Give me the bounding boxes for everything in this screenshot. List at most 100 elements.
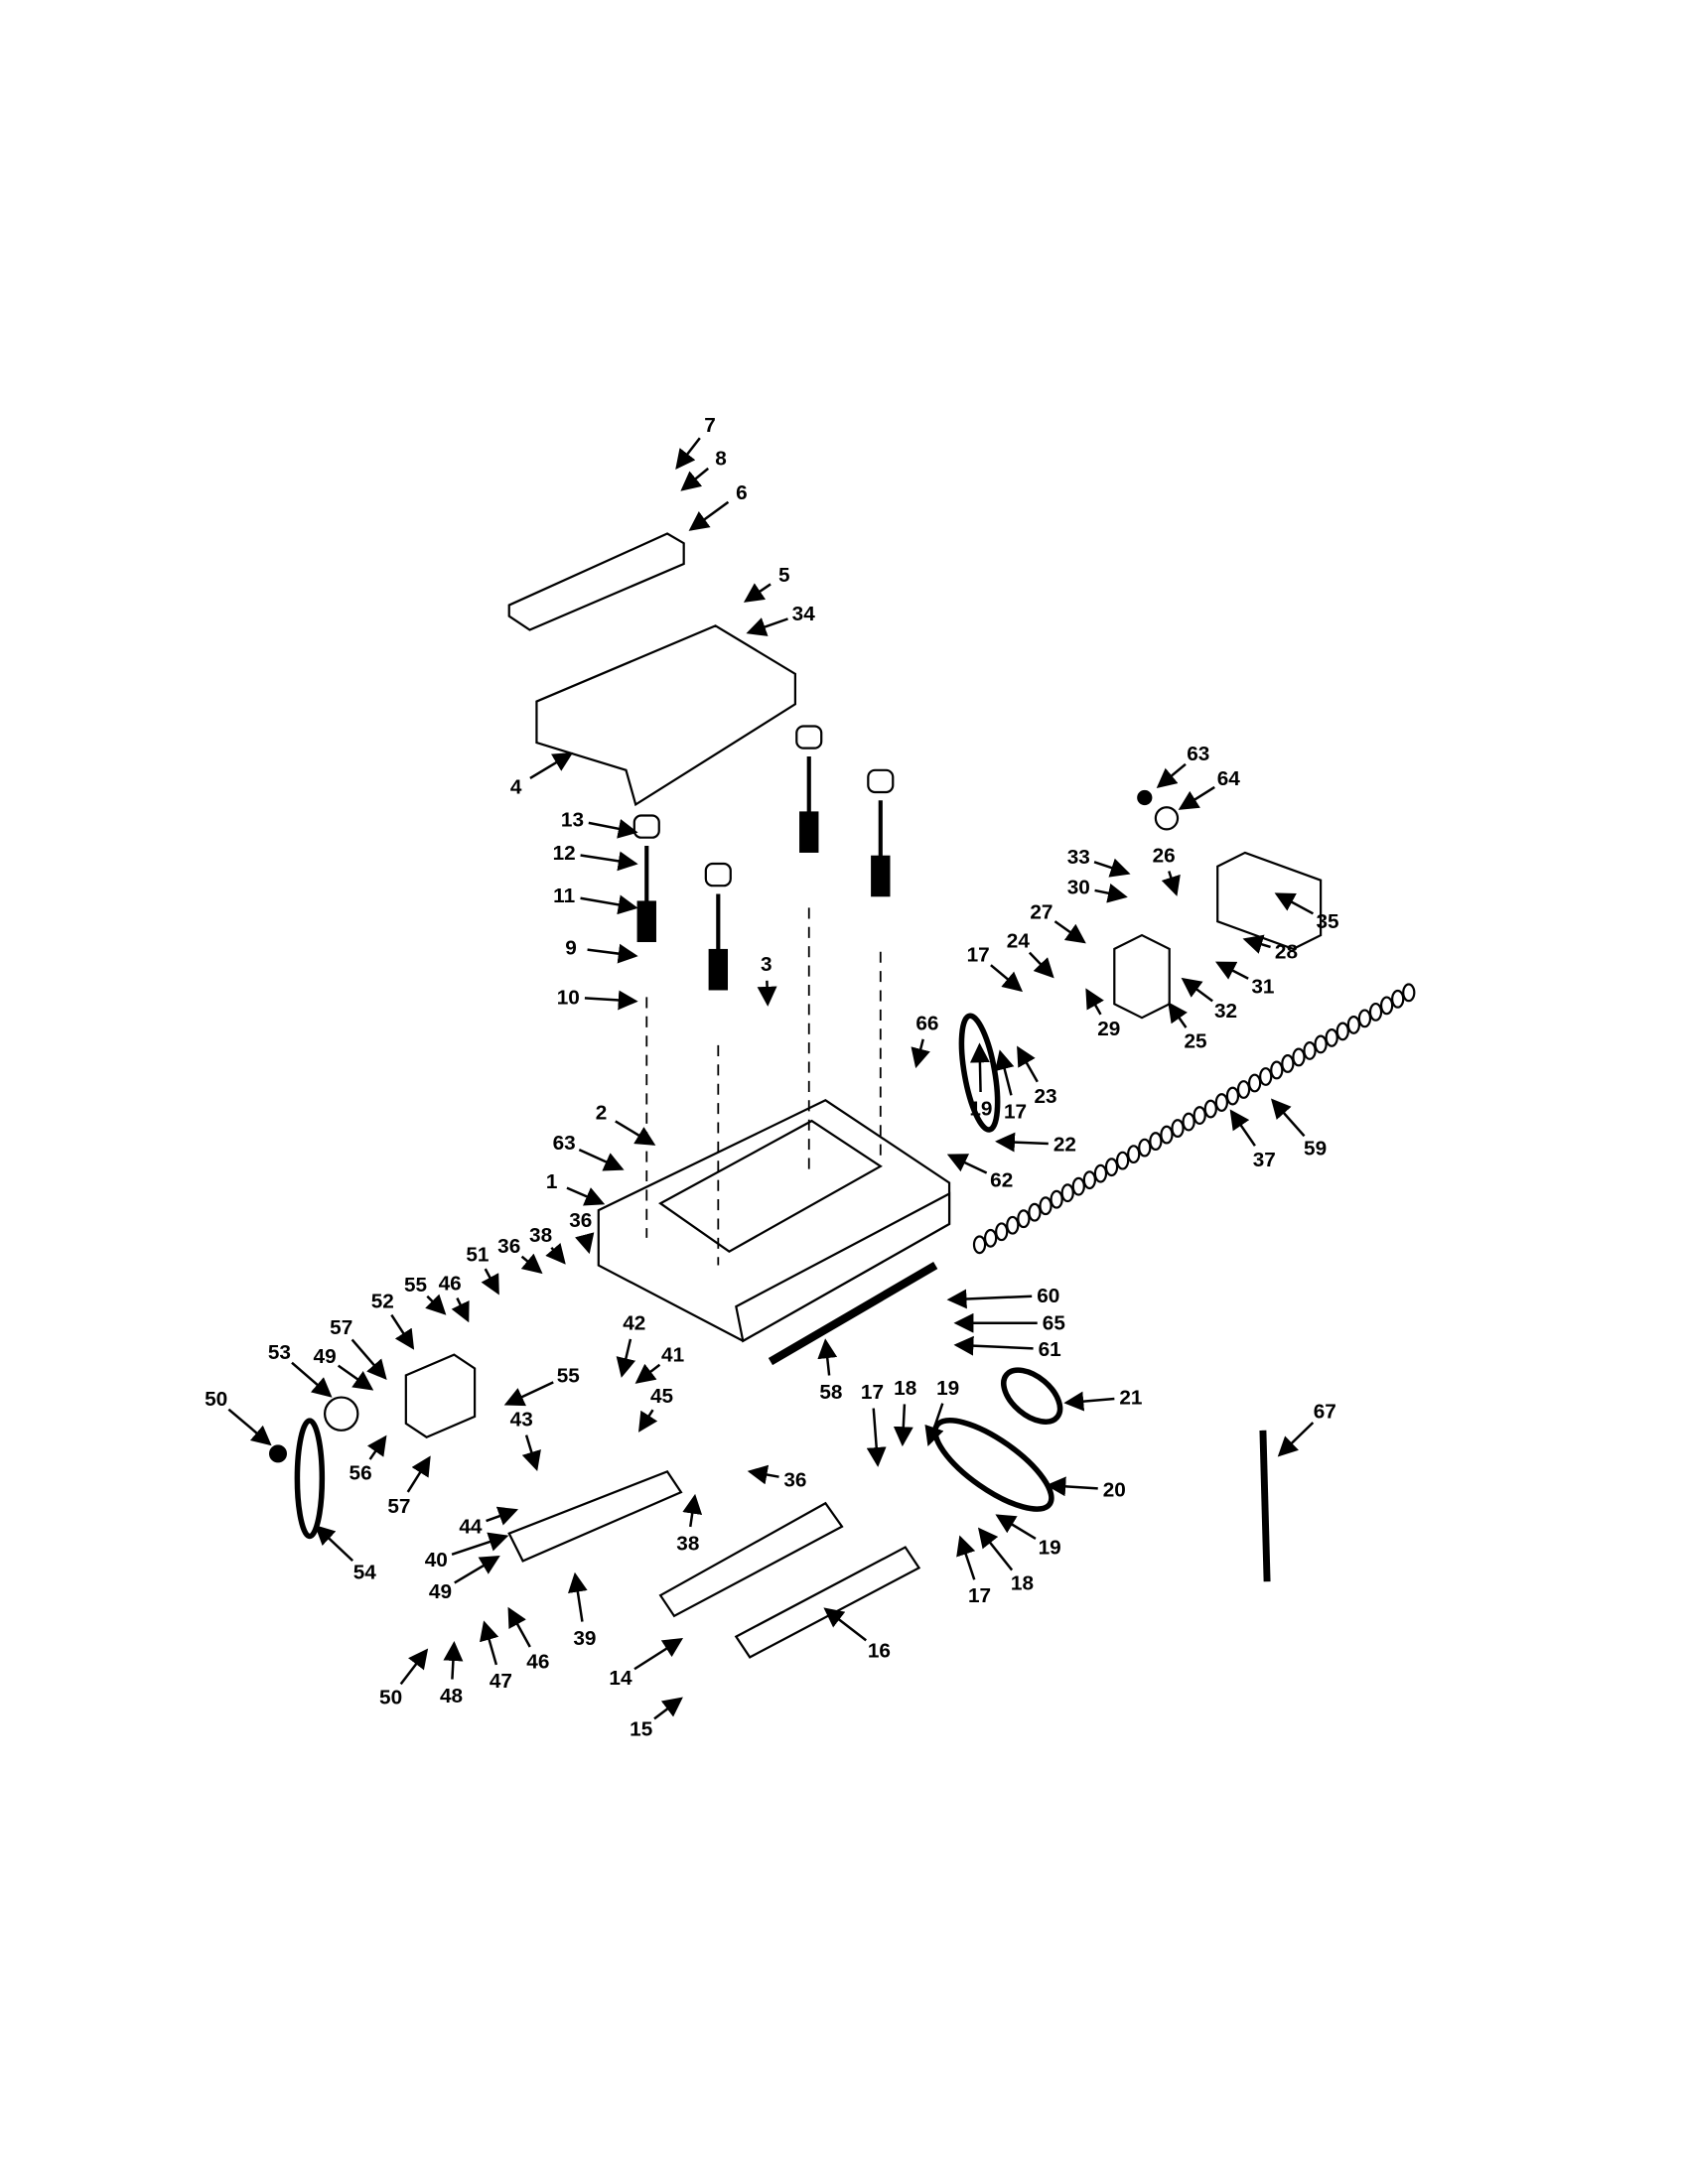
- part-callout: 16: [823, 1607, 891, 1662]
- part-callout: 17: [861, 1381, 887, 1467]
- part-callout: 28: [1242, 934, 1298, 964]
- chain-link: [995, 1222, 1009, 1242]
- chain-link: [1138, 1138, 1152, 1158]
- part-callout: 17: [967, 943, 1024, 993]
- part-number-label: 21: [1119, 1386, 1142, 1409]
- part-number-label: 63: [1187, 743, 1209, 765]
- part-number-label: 60: [1037, 1285, 1059, 1307]
- part-number-label: 13: [561, 809, 584, 832]
- callout-arrow: [425, 1294, 447, 1315]
- part-number-label: 46: [439, 1272, 462, 1295]
- part-number-label: 8: [715, 447, 727, 470]
- part-number-label: 10: [557, 986, 580, 1009]
- part-callout: 18: [977, 1527, 1034, 1595]
- callout-arrow: [1017, 1045, 1039, 1083]
- callout-arrow: [454, 1555, 500, 1584]
- part-callout: 39: [567, 1571, 596, 1650]
- part-callout: 59: [1270, 1098, 1327, 1160]
- part-callout: 12: [553, 842, 638, 872]
- callout-arrow: [1161, 871, 1181, 896]
- callout-arrow: [1229, 1109, 1256, 1147]
- callout-arrow: [507, 1606, 531, 1648]
- callout-arrow: [866, 1408, 887, 1467]
- part-number-label: 18: [1011, 1572, 1034, 1595]
- part-number-label: 64: [1217, 767, 1241, 790]
- chain-link: [1203, 1099, 1217, 1119]
- callout-arrow: [366, 1434, 387, 1460]
- part-callout: 37: [1229, 1109, 1276, 1171]
- part-number-label: 18: [894, 1377, 916, 1400]
- part-callout: 25: [1168, 1002, 1207, 1053]
- chain-link: [1104, 1158, 1119, 1177]
- callout-arrow: [578, 1148, 625, 1171]
- callout-arrow: [743, 583, 772, 603]
- callout-arrow: [1053, 920, 1086, 944]
- callout-arrow: [451, 1297, 470, 1323]
- part-callout: 11: [553, 885, 638, 915]
- callout-arrow: [351, 1338, 387, 1381]
- nut-50: [268, 1444, 287, 1463]
- callout-arrow: [406, 1455, 431, 1493]
- part-number-label: 31: [1251, 975, 1274, 998]
- chain-link: [1214, 1093, 1229, 1112]
- part-callout: 47: [480, 1620, 512, 1693]
- part-number-label: 54: [353, 1561, 377, 1583]
- part-callout: 8: [680, 447, 727, 491]
- part-callout: 14: [609, 1638, 684, 1690]
- callout-arrow: [584, 990, 638, 1011]
- callout-arrow: [1181, 977, 1213, 1003]
- part-number-label: 52: [371, 1291, 394, 1313]
- part-number-label: 56: [350, 1462, 372, 1485]
- callout-arrow: [337, 1364, 374, 1391]
- part-callout: 44: [459, 1506, 519, 1539]
- part-callout: 24: [1007, 930, 1054, 979]
- chain-link: [1039, 1196, 1052, 1216]
- part-callout: 35: [1274, 892, 1339, 933]
- callout-arrow: [633, 1638, 684, 1671]
- rod-67: [1259, 1430, 1271, 1582]
- part-number-label: 19: [969, 1098, 992, 1121]
- callout-arrow: [480, 1620, 499, 1666]
- chain-link: [1346, 1015, 1361, 1034]
- callout-arrow: [956, 1535, 976, 1580]
- part-number-label: 42: [623, 1312, 645, 1335]
- callout-arrow: [567, 1571, 588, 1622]
- callout-arrow: [1277, 1422, 1315, 1457]
- belt-21: [1001, 1367, 1063, 1425]
- part-number-label: 49: [314, 1345, 337, 1368]
- callout-arrow: [481, 1268, 499, 1296]
- callout-arrow: [521, 1434, 541, 1471]
- part-number-label: 17: [968, 1584, 991, 1607]
- callout-arrow: [520, 1253, 543, 1275]
- part-callout: 57: [387, 1455, 431, 1518]
- part-number-label: 65: [1043, 1312, 1065, 1335]
- chain-link: [1325, 1027, 1338, 1047]
- part-callout: 58: [817, 1338, 842, 1404]
- part-number-label: 48: [440, 1685, 463, 1707]
- part-callout: 50: [379, 1648, 429, 1708]
- gear-64: [1154, 806, 1180, 831]
- callout-arrow: [634, 1363, 661, 1384]
- part-callout: 17: [994, 1049, 1027, 1123]
- part-callout: 67: [1277, 1400, 1336, 1457]
- part-callout: 46: [439, 1272, 470, 1323]
- part-callout: 33: [1067, 846, 1131, 878]
- part-callout: 2: [596, 1102, 656, 1146]
- spring-9: [636, 900, 656, 942]
- roller-upper: [658, 1501, 844, 1618]
- chain-link: [1402, 983, 1416, 1003]
- chain-link: [1050, 1189, 1063, 1209]
- chain-link: [1281, 1054, 1295, 1073]
- callout-arrow: [616, 1338, 636, 1378]
- spring-9: [799, 811, 819, 853]
- rod-58: [768, 1261, 938, 1366]
- belt-54: [294, 1418, 326, 1540]
- callout-arrow: [969, 1042, 990, 1093]
- callout-arrow: [529, 751, 574, 779]
- housing-52: [404, 1353, 477, 1438]
- part-number-label: 57: [387, 1495, 410, 1518]
- part-number-label: 59: [1304, 1138, 1327, 1160]
- callout-arrow: [615, 1120, 656, 1146]
- callout-arrow: [977, 1527, 1014, 1571]
- base-opening: [658, 1119, 883, 1254]
